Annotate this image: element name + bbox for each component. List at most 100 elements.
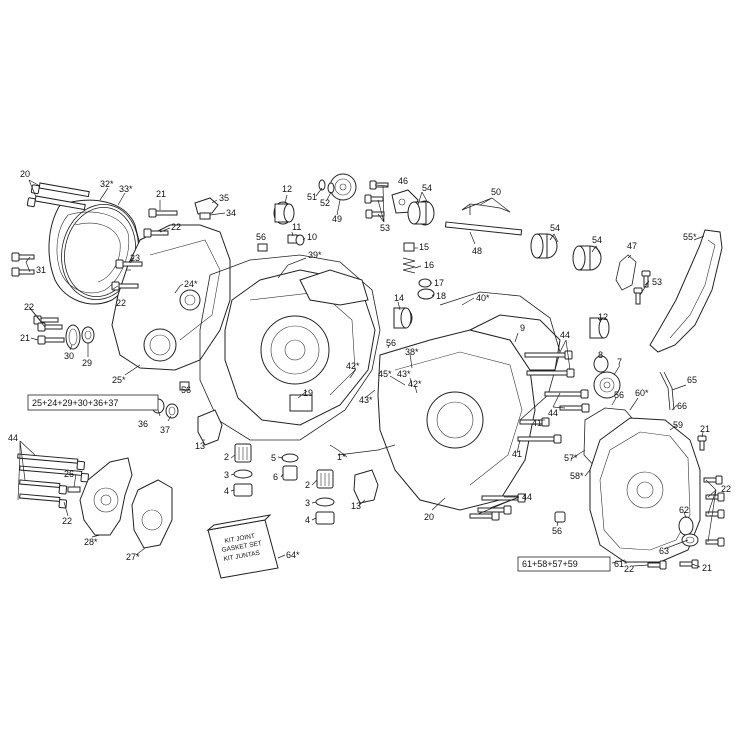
cap-4-left xyxy=(233,483,253,497)
callout-label: 56 xyxy=(552,526,562,536)
callout-label: 43* xyxy=(359,395,373,405)
callout-label: 29 xyxy=(82,358,92,368)
dowel-56-bottom xyxy=(554,511,566,523)
callout-label: 36 xyxy=(138,419,148,429)
callout-label: 54 xyxy=(550,223,560,233)
callout-label: 44 xyxy=(548,408,558,418)
water-pump-housing-28 xyxy=(79,457,133,536)
callout-label: 21 xyxy=(20,333,30,343)
bolts-44-right-upper xyxy=(524,350,590,413)
callout-label: 12 xyxy=(598,312,608,322)
callout-label: 55* xyxy=(683,232,697,242)
callout-label: 56 xyxy=(181,385,191,395)
right-engine-cover-59 xyxy=(589,417,701,563)
callout-label: 62 xyxy=(679,505,689,515)
callout-label: 11 xyxy=(292,222,301,232)
chain-guide-55 xyxy=(649,229,723,353)
callout-label: 54 xyxy=(592,235,602,245)
callout-label: 4 xyxy=(224,486,229,496)
oil-filter-13-mid xyxy=(353,469,379,504)
callout-label: 65 xyxy=(687,375,697,385)
callout-label: 2 xyxy=(224,452,229,462)
callout-label: 19 xyxy=(303,388,313,398)
bolt-26 xyxy=(67,486,81,493)
gear-54-top xyxy=(407,200,435,226)
callout-label: 32* xyxy=(100,179,114,189)
callout-label: 41 xyxy=(512,449,522,459)
callout-label: 53 xyxy=(380,223,390,233)
callout-label: 7 xyxy=(617,357,622,367)
bolt-group-31 xyxy=(11,252,35,277)
bolt-21-right xyxy=(697,435,707,451)
callout-label: 64* xyxy=(286,550,300,560)
callout-label: 15 xyxy=(419,242,429,252)
callout-label: 14 xyxy=(394,293,404,303)
callout-label: 52 xyxy=(320,198,330,208)
crankcase-gasket-39 xyxy=(199,254,381,441)
bolts-21-22-upper xyxy=(143,208,178,238)
seal-29 xyxy=(81,326,95,344)
seal-30 xyxy=(65,324,81,350)
callout-label: 3 xyxy=(224,470,229,480)
callout-label: 31 xyxy=(36,265,46,275)
callout-label: 35 xyxy=(219,193,229,203)
callout-label: 3 xyxy=(305,498,310,508)
callout-label: 9 xyxy=(520,323,525,333)
callout-labels: 20 32* 33* 21 35 34 22 12 51 52 49 46 54… xyxy=(8,169,731,574)
callout-label: 5 xyxy=(271,453,276,463)
callout-label: 50 xyxy=(491,187,501,197)
cap-4-mid xyxy=(315,511,335,525)
bolts-22-21-left xyxy=(33,315,65,345)
callout-label: 49 xyxy=(332,214,342,224)
oring-3-mid xyxy=(315,497,335,507)
gasket-kit-box: KIT JOINT GASKET SET KIT JUNTAS xyxy=(206,514,279,579)
callout-label: 16 xyxy=(424,260,434,270)
bolts-53-right xyxy=(633,270,651,305)
callout-label: 22 xyxy=(62,516,72,526)
bolts-41 xyxy=(517,417,562,444)
gear-54-mid xyxy=(530,233,558,259)
callout-label: 26 xyxy=(64,469,74,479)
callout-label: 23 xyxy=(130,253,140,263)
callout-label: 60* xyxy=(635,388,649,398)
kit-box-left-text: 25+24+29+30+36+37 xyxy=(32,398,118,408)
callout-label: 17 xyxy=(434,278,444,288)
callout-label: 43* xyxy=(397,369,411,379)
bolts-53 xyxy=(364,180,389,219)
part-35-sensor xyxy=(194,197,219,220)
callout-label: 20 xyxy=(20,169,30,179)
callout-label: 2 xyxy=(305,480,310,490)
filter-2-mid xyxy=(316,469,334,489)
clutch-cover-outer xyxy=(48,199,141,305)
left-crankcase-half-1 xyxy=(224,269,376,426)
callout-label: 8 xyxy=(598,350,603,360)
callout-label: 21 xyxy=(702,563,712,573)
callout-label: 18 xyxy=(436,291,446,301)
callout-label: 13 xyxy=(351,501,361,511)
plug-5-6 xyxy=(281,453,299,481)
pulley-7 xyxy=(593,371,621,399)
callout-label: 56 xyxy=(386,338,396,348)
callout-label: 22 xyxy=(624,564,634,574)
callout-label: 66 xyxy=(677,401,687,411)
kit-box-left: 25+24+29+30+36+37 xyxy=(27,394,159,411)
callout-label: 30 xyxy=(64,351,74,361)
callout-label: 56 xyxy=(256,232,266,242)
callout-label: 42* xyxy=(346,361,360,371)
callout-label: 39* xyxy=(308,250,322,260)
callout-label: 33* xyxy=(119,184,133,194)
filter-2-left xyxy=(234,443,252,463)
callout-label: 37 xyxy=(160,425,170,435)
callout-label: 27* xyxy=(126,552,140,562)
callout-label: 25* xyxy=(112,375,126,385)
callout-label: 6 xyxy=(273,472,278,482)
bearing-12-top xyxy=(273,201,295,225)
water-pump-cover-27 xyxy=(131,479,173,549)
callout-label: 20 xyxy=(424,512,434,522)
seal-62 xyxy=(678,516,694,536)
callout-label: 47 xyxy=(627,241,637,251)
callout-label: 46 xyxy=(398,176,408,186)
shift-fork-50 xyxy=(461,203,511,215)
callout-label: 21 xyxy=(156,189,166,199)
